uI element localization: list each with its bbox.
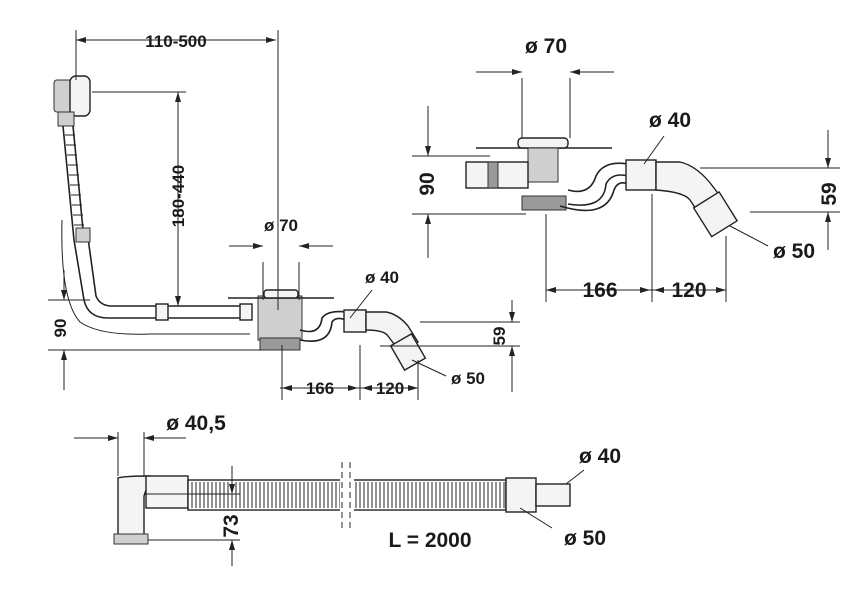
dim-depth-2: 90 xyxy=(416,172,439,195)
dim-pipe-diameter: ø 40 xyxy=(365,268,399,287)
dim-end-diameter: ø 40 xyxy=(579,445,621,468)
dim-elbow-height-2: 59 xyxy=(818,182,841,205)
dim-length: L = 2000 xyxy=(388,529,471,552)
dim-elbow-height-3: 73 xyxy=(220,514,243,537)
dim-spacing-b-2: 120 xyxy=(671,279,706,302)
dim-overflow-height: 180-440 xyxy=(169,165,188,227)
dim-connector-diameter: ø 40,5 xyxy=(166,412,226,435)
dim-hose-diameter: ø 50 xyxy=(564,527,606,550)
dim-outlet-pipe-2: ø 50 xyxy=(773,240,815,263)
dim-overflow-reach: 110-500 xyxy=(145,32,206,51)
view-bottom: ø 40,5 ø 40 73 L = 2000 ø 50 xyxy=(74,412,621,566)
dim-outlet-diameter-2: ø 70 xyxy=(525,35,567,58)
dim-spacing-a: 166 xyxy=(306,379,334,398)
view-top-right: ø 70 ø 40 90 59 ø 50 166 120 xyxy=(412,35,841,302)
dim-pipe-diameter-2: ø 40 xyxy=(649,109,691,132)
dim-outlet-pipe: ø 50 xyxy=(451,369,485,388)
dim-outlet-diameter: ø 70 xyxy=(264,216,298,235)
overflow-tube xyxy=(62,125,85,241)
dim-spacing-a-2: 166 xyxy=(582,279,617,302)
dim-spacing-b: 120 xyxy=(376,379,404,398)
waste-outlet-body xyxy=(257,295,303,341)
view-top-left: 110-500 180-440 ø 70 90 ø 40 59 166 120 … xyxy=(48,30,520,400)
dim-elbow-height: 59 xyxy=(490,327,509,346)
dim-depth: 90 xyxy=(51,319,70,338)
